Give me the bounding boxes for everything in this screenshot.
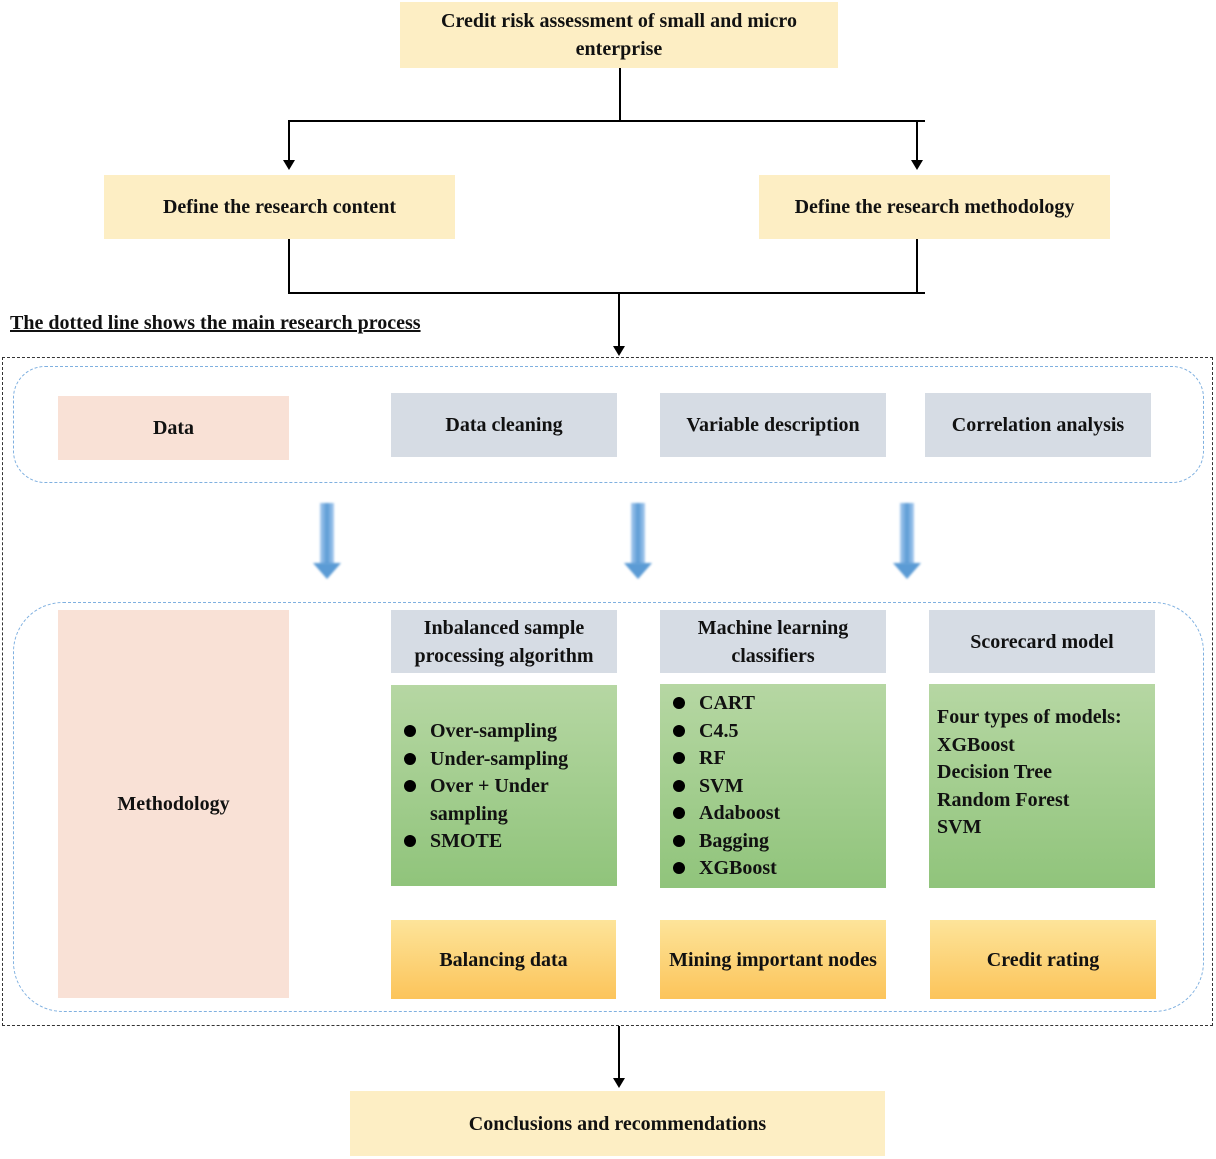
credit-rating-label: Credit rating bbox=[986, 948, 1100, 971]
connector-line bbox=[288, 120, 290, 164]
list-item: XGBoost bbox=[669, 855, 879, 883]
data-cleaning-box: Data cleaning bbox=[391, 393, 617, 457]
balancing-data-box: Balancing data bbox=[391, 920, 616, 999]
research-methodology-box: Define the research methodology bbox=[759, 175, 1110, 239]
down-arrow-icon bbox=[893, 503, 921, 581]
data-label: Data bbox=[152, 417, 195, 439]
research-content-box: Define the research content bbox=[104, 175, 455, 239]
down-arrow-icon bbox=[313, 503, 341, 581]
list-item: Decision Tree bbox=[937, 761, 1052, 783]
ml-classifiers-box bbox=[660, 684, 886, 888]
ml-title: Machine learning classifiers bbox=[697, 616, 849, 667]
arrowhead bbox=[911, 160, 923, 170]
methodology-box: Methodology bbox=[58, 610, 289, 998]
process-note: The dotted line shows the main research … bbox=[10, 312, 421, 334]
conclusions-box: Conclusions and recommendations bbox=[350, 1091, 885, 1156]
research-methodology-label: Define the research methodology bbox=[794, 196, 1075, 218]
top-title: Credit risk assessment of small and micr… bbox=[441, 10, 797, 60]
list-item: CART bbox=[669, 690, 879, 718]
list-item: Bagging bbox=[669, 828, 879, 856]
scorecard-title-box: Scorecard model bbox=[929, 610, 1155, 673]
connector-line bbox=[619, 68, 621, 121]
data-cleaning-label: Data cleaning bbox=[445, 414, 563, 436]
mining-nodes-label: Mining important nodes bbox=[669, 948, 877, 971]
imbalance-methods-list: Over-sampling Under-sampling Over + Unde… bbox=[400, 718, 610, 856]
list-item: SVM bbox=[669, 773, 879, 801]
connector-line bbox=[618, 292, 620, 348]
list-item: Over + Under sampling bbox=[400, 773, 610, 828]
list-item: Adaboost bbox=[669, 800, 879, 828]
list-item: Under-sampling bbox=[400, 746, 610, 774]
connector-line bbox=[288, 120, 925, 122]
arrowhead bbox=[613, 346, 625, 356]
conclusions-label: Conclusions and recommendations bbox=[468, 1112, 767, 1135]
down-arrow-icon bbox=[624, 503, 652, 581]
list-item: C4.5 bbox=[669, 718, 879, 746]
list-item: SMOTE bbox=[400, 828, 610, 856]
connector-line bbox=[618, 1026, 620, 1080]
variable-description-box: Variable description bbox=[660, 393, 886, 457]
list-item: Over-sampling bbox=[400, 718, 610, 746]
ml-title-box: Machine learning classifiers bbox=[660, 610, 886, 673]
imbalance-title: Inbalanced sample processing algorithm bbox=[414, 616, 594, 667]
list-item: Random Forest bbox=[937, 788, 1070, 811]
connector-line bbox=[288, 239, 290, 294]
top-title-box: Credit risk assessment of small and micr… bbox=[400, 2, 838, 68]
main-process-frame bbox=[2, 357, 1213, 1026]
methodology-label: Methodology bbox=[117, 793, 230, 815]
list-item: RF bbox=[669, 745, 879, 773]
scorecard-models-box bbox=[929, 684, 1155, 888]
imbalance-methods-box bbox=[391, 685, 617, 886]
ml-classifiers-list: CART C4.5 RF SVM Adaboost Bagging XGBoos… bbox=[669, 690, 879, 883]
scorecard-title: Scorecard model bbox=[970, 630, 1114, 653]
research-content-label: Define the research content bbox=[162, 196, 397, 218]
list-item: XGBoost bbox=[937, 733, 1015, 756]
connector-line bbox=[916, 120, 918, 164]
mining-nodes-box: Mining important nodes bbox=[660, 920, 886, 999]
methodology-frame bbox=[13, 602, 1204, 1012]
balancing-data-label: Balancing data bbox=[439, 948, 568, 971]
list-item: SVM bbox=[937, 816, 982, 838]
connector-line bbox=[916, 239, 918, 294]
correlation-analysis-label: Correlation analysis bbox=[951, 414, 1125, 436]
list-item: Four types of models: bbox=[937, 706, 1122, 728]
scorecard-models-list: Four types of models: XGBoost Decision T… bbox=[937, 704, 1122, 842]
arrowhead bbox=[613, 1078, 625, 1088]
imbalance-title-box: Inbalanced sample processing algorithm bbox=[391, 610, 617, 673]
variable-description-label: Variable description bbox=[686, 414, 860, 436]
data-frame bbox=[13, 366, 1204, 483]
credit-rating-box: Credit rating bbox=[930, 920, 1156, 999]
arrowhead bbox=[283, 160, 295, 170]
correlation-analysis-box: Correlation analysis bbox=[925, 393, 1151, 457]
data-box: Data bbox=[58, 396, 289, 460]
connector-line bbox=[288, 292, 925, 294]
